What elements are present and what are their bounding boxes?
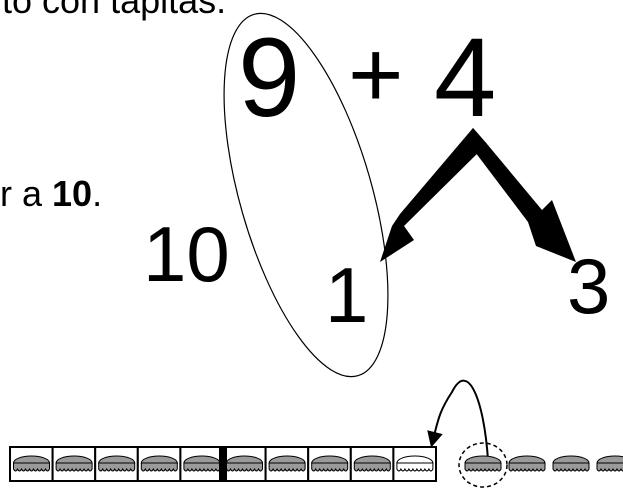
bottle-cap-icon bbox=[353, 455, 391, 472]
side-text-prefix: r a bbox=[0, 173, 53, 214]
bottle-cap-icon bbox=[311, 455, 349, 472]
split-arrows bbox=[380, 128, 576, 262]
side-text-suffix: . bbox=[92, 173, 103, 214]
grouping-ellipse bbox=[223, 12, 389, 378]
bottle-cap-icon bbox=[13, 455, 50, 472]
bottle-cap-icon bbox=[268, 455, 306, 472]
arrow-right-icon bbox=[466, 128, 576, 262]
instruction-text-top: to con tapitas. bbox=[2, 0, 227, 21]
loose-cap-icon bbox=[552, 455, 590, 472]
bottle-cap-icon bbox=[226, 455, 263, 472]
side-text-bold: 10 bbox=[52, 173, 93, 214]
move-arrow-icon bbox=[427, 379, 489, 461]
ten-frame-divider bbox=[219, 447, 227, 481]
ten-frame bbox=[9, 446, 437, 482]
empty-cap-icon bbox=[396, 455, 434, 472]
addend-one: 9 bbox=[238, 15, 301, 140]
loose-caps bbox=[458, 442, 623, 488]
plus-operator: + bbox=[348, 22, 404, 128]
dashed-circle-highlight bbox=[458, 442, 508, 488]
loose-cap-icon bbox=[596, 455, 623, 472]
addend-two: 4 bbox=[434, 15, 497, 140]
ten-label: 10 bbox=[143, 210, 230, 298]
instruction-text-side: r a 10. bbox=[0, 176, 102, 212]
bottle-cap-icon bbox=[98, 455, 136, 472]
bottle-cap-icon bbox=[55, 455, 93, 472]
loose-cap-icon bbox=[508, 455, 546, 472]
loose-cap-icon bbox=[464, 455, 502, 472]
bottle-cap-icon bbox=[140, 455, 178, 472]
split-part-one: 1 bbox=[325, 251, 369, 339]
bottle-cap-icon bbox=[183, 455, 221, 472]
arrow-left-icon bbox=[380, 128, 487, 262]
